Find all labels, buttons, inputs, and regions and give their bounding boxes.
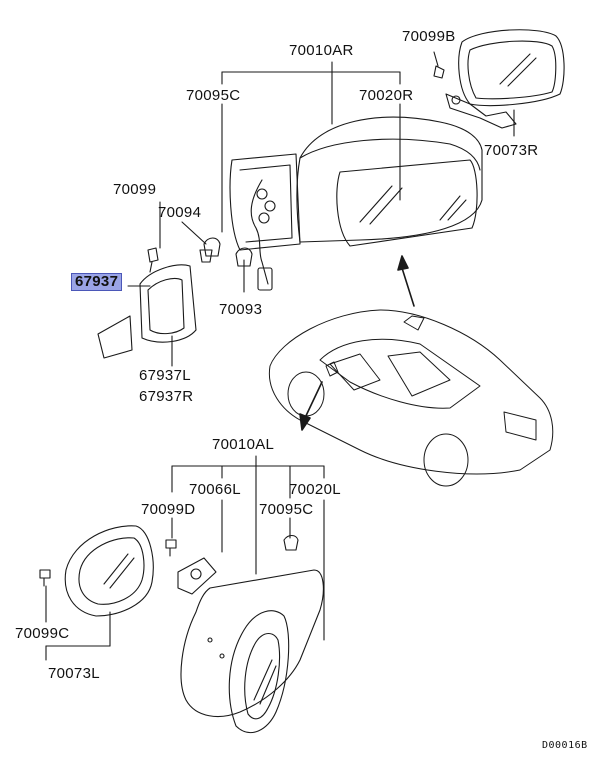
screws-lower bbox=[39, 534, 299, 595]
label-70010AR[interactable]: 70010AR bbox=[289, 42, 354, 59]
screws-upper bbox=[147, 65, 445, 273]
label-70099[interactable]: 70099 bbox=[113, 181, 157, 198]
label-70095C-lower[interactable]: 70095C bbox=[259, 501, 314, 518]
label-70093[interactable]: 70093 bbox=[219, 301, 263, 318]
label-70010AL[interactable]: 70010AL bbox=[212, 436, 275, 453]
label-70095C[interactable]: 70095C bbox=[186, 87, 241, 104]
car-illustration bbox=[268, 309, 554, 487]
mirror-housing-right bbox=[229, 116, 483, 291]
label-70094[interactable]: 70094 bbox=[158, 204, 202, 221]
label-70020L[interactable]: 70020L bbox=[289, 481, 341, 498]
cover-67937 bbox=[97, 264, 197, 359]
leader-lines-upper bbox=[127, 51, 515, 367]
label-70099D[interactable]: 70099D bbox=[141, 501, 196, 518]
callout-arrows bbox=[299, 255, 415, 431]
label-67937L[interactable]: 67937L bbox=[139, 367, 191, 384]
label-70099B[interactable]: 70099B bbox=[402, 28, 456, 45]
label-67937[interactable]: 67937 bbox=[71, 273, 123, 291]
mirror-glass-right-small bbox=[445, 29, 565, 129]
label-70020R[interactable]: 70020R bbox=[359, 87, 414, 104]
label-70073R[interactable]: 70073R bbox=[484, 142, 539, 159]
label-67937R[interactable]: 67937R bbox=[139, 388, 194, 405]
label-70066L[interactable]: 70066L bbox=[189, 481, 241, 498]
mirror-glass-left-small bbox=[64, 525, 154, 617]
label-70073L[interactable]: 70073L bbox=[48, 665, 100, 682]
label-70099C[interactable]: 70099C bbox=[15, 625, 70, 642]
leader-lines-lower bbox=[45, 455, 325, 661]
diagram-code: D00016B bbox=[542, 740, 588, 751]
mirror-housing-left bbox=[180, 569, 324, 734]
